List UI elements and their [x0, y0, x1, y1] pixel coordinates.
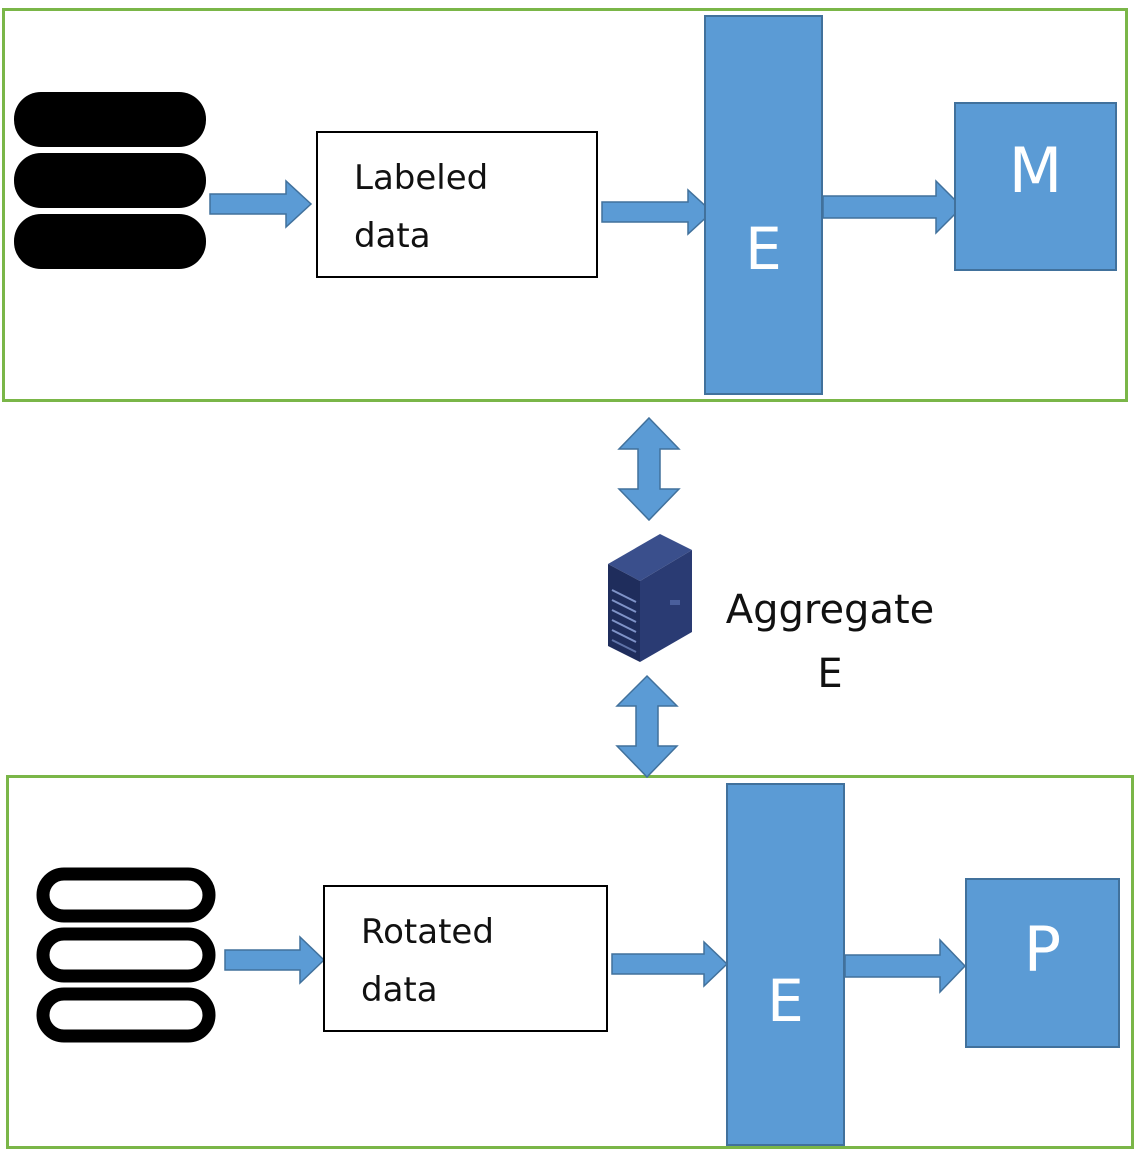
arrow-labeled-to-encoder-icon	[601, 188, 714, 236]
outlined-database-icon	[36, 867, 216, 1043]
rotated-data-line2: data	[361, 970, 438, 1010]
top-client-panel	[2, 8, 1128, 402]
double-arrow-bottom-icon	[615, 674, 679, 779]
arrow-db-to-labeled-icon	[209, 179, 313, 229]
arrow-rotated-to-encoder-icon	[611, 940, 729, 988]
labeled-data-box: Labeled data	[316, 131, 598, 278]
labeled-data-line2: data	[354, 216, 431, 256]
arrow-db-to-rotated-icon	[224, 935, 326, 985]
encoder-top-label: E	[745, 215, 782, 283]
encoder-top-block: E	[704, 15, 823, 395]
bottom-client-panel	[6, 775, 1134, 1149]
rotated-data-box: Rotated data	[323, 885, 608, 1032]
rotated-data-line1: Rotated	[361, 912, 494, 952]
model-m-label: M	[1008, 134, 1063, 207]
encoder-bottom-label: E	[767, 967, 804, 1035]
encoder-bottom-block: E	[726, 783, 845, 1146]
arrow-encoder-to-p-icon	[844, 938, 967, 994]
server-icon	[608, 534, 692, 662]
model-p-label: P	[1023, 913, 1062, 986]
model-p-block: P	[965, 878, 1120, 1048]
aggregate-line2: E	[817, 651, 843, 697]
aggregate-line1: Aggregate	[725, 587, 935, 633]
labeled-data-line1: Labeled	[354, 158, 489, 198]
aggregate-label: Aggregate E	[716, 578, 944, 706]
arrow-encoder-to-m-icon	[822, 179, 964, 235]
double-arrow-top-icon	[617, 416, 681, 522]
solid-database-icon	[14, 92, 206, 269]
model-m-block: M	[954, 102, 1117, 271]
